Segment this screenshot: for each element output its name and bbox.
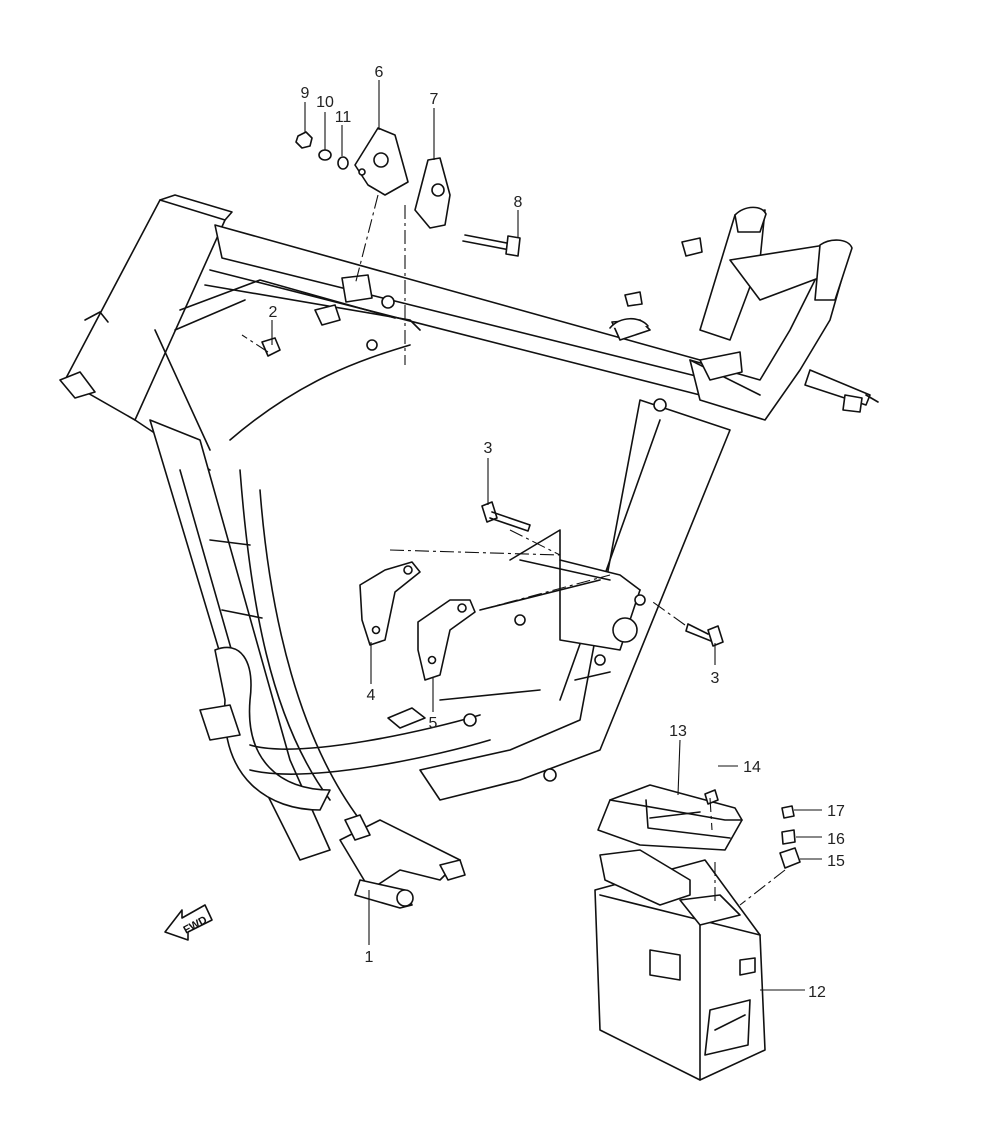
callout-15: 15 bbox=[827, 853, 845, 870]
cover-13 bbox=[597, 784, 743, 851]
callout-7: 7 bbox=[430, 91, 439, 108]
callout-6: 6 bbox=[375, 64, 384, 81]
leader-lines bbox=[271, 80, 822, 991]
callout-3-lower: 3 bbox=[711, 670, 720, 687]
screw-14 bbox=[704, 789, 719, 805]
callout-numbers: 1 2 3 3 4 5 6 7 8 9 10 11 12 13 14 15 16… bbox=[269, 64, 845, 1001]
upper-brackets bbox=[261, 127, 521, 357]
battery-hardware bbox=[704, 789, 801, 869]
nut-9 bbox=[295, 131, 313, 149]
callout-2: 2 bbox=[269, 304, 278, 321]
rear-spar bbox=[419, 399, 731, 801]
bracket-5 bbox=[417, 599, 476, 681]
seat-rail-left bbox=[699, 209, 766, 341]
callout-10: 10 bbox=[316, 94, 334, 111]
assembly-lines bbox=[241, 194, 786, 906]
lower-cradle bbox=[214, 646, 331, 811]
callout-4: 4 bbox=[367, 687, 376, 704]
frame-main bbox=[59, 194, 879, 909]
callout-3-upper: 3 bbox=[484, 440, 493, 457]
bolt-2 bbox=[261, 337, 281, 357]
callout-11: 11 bbox=[335, 109, 352, 126]
bolt-3-lower bbox=[685, 623, 724, 647]
washer-11 bbox=[337, 156, 349, 170]
fwd-arrow-icon: FWD bbox=[164, 904, 213, 941]
callout-8: 8 bbox=[514, 194, 523, 211]
callout-5: 5 bbox=[429, 715, 438, 732]
battery-case bbox=[594, 849, 766, 1081]
collar-16 bbox=[781, 829, 796, 845]
bracket-4 bbox=[359, 561, 421, 646]
callout-1: 1 bbox=[365, 949, 374, 966]
callout-17: 17 bbox=[827, 803, 845, 820]
battery-cover bbox=[597, 784, 743, 851]
callout-13: 13 bbox=[669, 723, 687, 740]
callout-14: 14 bbox=[743, 759, 761, 776]
bolt-8 bbox=[505, 235, 521, 257]
bolt-3-upper bbox=[481, 501, 531, 532]
engine-brackets bbox=[359, 561, 476, 729]
callout-12: 12 bbox=[808, 984, 826, 1001]
washer-10 bbox=[318, 149, 332, 161]
grommet-15 bbox=[779, 847, 801, 869]
bolt-17 bbox=[781, 805, 795, 819]
callout-16: 16 bbox=[827, 831, 845, 848]
callout-9: 9 bbox=[301, 85, 310, 102]
